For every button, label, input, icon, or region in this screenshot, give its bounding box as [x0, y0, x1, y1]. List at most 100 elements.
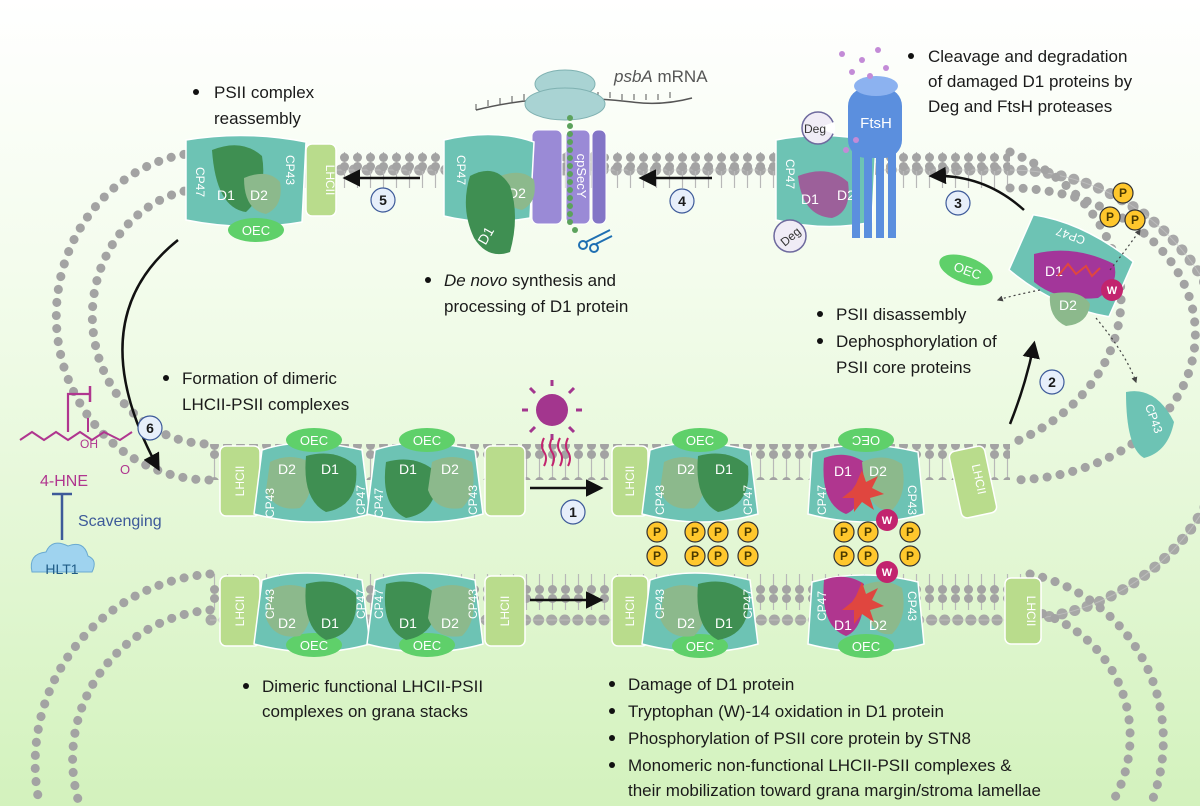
d2-label: D2: [278, 461, 296, 477]
cp43-label: CP43: [263, 488, 277, 518]
p-badge: P: [737, 545, 759, 567]
oec-label: OEC: [413, 638, 441, 653]
p-badge: P: [857, 521, 879, 543]
oec-label: OEC: [852, 433, 880, 448]
p-badge: P: [646, 521, 668, 543]
phosphate-badges: P P P P P P P P P P P P P P P P P: [646, 182, 1146, 567]
hlt1-label: HLT1: [45, 561, 78, 577]
d1-label: D1: [321, 615, 339, 631]
p-badge: P: [707, 545, 729, 567]
light-sun-icon: [522, 380, 582, 467]
step-number: 1: [569, 504, 577, 520]
lhcii-label: LHCII: [969, 463, 989, 496]
step-number: 3: [954, 195, 962, 211]
step-number: 4: [678, 193, 686, 209]
lhcii-label: LHCII: [233, 466, 247, 497]
formation-label-2: LHCII-PSII complexes: [182, 395, 349, 414]
svg-text:P: P: [744, 549, 752, 563]
oec-label: OEC: [413, 433, 441, 448]
d2-label: D2: [1059, 297, 1077, 313]
damage-label-1: Damage of D1 protein: [628, 675, 794, 694]
lhcii-label: LHCII: [1024, 596, 1038, 627]
oec-label: OEC: [242, 223, 270, 238]
d1-label: D1: [474, 224, 497, 248]
lhcii-label: LHCII: [623, 466, 637, 497]
annotation-text: psbA mRNA PSII complex reassembly Cleava…: [163, 47, 1133, 800]
svg-text:P: P: [864, 549, 872, 563]
cp43-label: CP43: [263, 589, 277, 619]
dephos-label-1: Dephosphorylation of: [836, 332, 997, 351]
p-badge: P: [646, 545, 668, 567]
svg-text:P: P: [1131, 213, 1139, 227]
svg-text:P: P: [744, 525, 752, 539]
svg-text:P: P: [906, 525, 914, 539]
oec-label: OEC: [686, 639, 714, 654]
cp47-label: CP47: [354, 485, 368, 515]
psii-disassembly-complex: CP47 D1 D2 W OEC CP43: [939, 213, 1174, 458]
oec-label: OEC: [852, 639, 880, 654]
cpsecy-label: cpSecY: [574, 154, 589, 199]
oec-label: OEC: [300, 433, 328, 448]
cp43-label: CP43: [653, 589, 667, 619]
d1-label: D1: [399, 461, 417, 477]
hne-label: 4-HNE: [40, 473, 88, 490]
w-badge: W: [882, 515, 893, 527]
cleavage-label-3: Deg and FtsH proteases: [928, 97, 1112, 116]
p-badge: P: [899, 521, 921, 543]
grana-dimers: LHCII OEC D2 D1 CP43 CP47 OEC D1 D2 CP47…: [219, 428, 1042, 658]
d2-label: D2: [441, 461, 459, 477]
d1-label: D1: [321, 461, 339, 477]
p-badge: P: [1124, 209, 1146, 231]
d2-label: D2: [278, 615, 296, 631]
p-badge: P: [684, 545, 706, 567]
lhcii-label: LHCII: [323, 165, 337, 196]
psii-reassembled-complex: D1 D2 CP47 CP43 OEC LHCII: [185, 134, 337, 242]
p-badge: P: [1112, 182, 1134, 204]
psii-dimer-upper: LHCII OEC D2 D1 CP43 CP47 OEC D1 D2 CP47…: [219, 428, 526, 523]
cp47-label: CP47: [783, 159, 797, 189]
svg-text:P: P: [906, 549, 914, 563]
svg-text:P: P: [691, 549, 699, 563]
dimeric-label-1: Dimeric functional LHCII-PSII: [262, 677, 483, 696]
protease-degradation-complex: D1 D2 CP47 FtsH Deg Deg: [773, 47, 902, 253]
denovo-label-1: De novo synthesis and: [444, 271, 616, 290]
cp43-label: CP43: [466, 485, 480, 515]
reassembly-label-1: PSII complex: [214, 83, 315, 102]
lhcii-label: LHCII: [233, 596, 247, 627]
psii-phosphorylated-lower: LHCII OEC D2 D1 CP43 CP47: [611, 572, 759, 658]
svg-text:P: P: [864, 525, 872, 539]
formation-label-1: Formation of dimeric: [182, 369, 337, 388]
step-number: 2: [1048, 374, 1056, 390]
d1-label: D1: [399, 615, 417, 631]
cleavage-label-1: Cleavage and degradation: [928, 47, 1127, 66]
w-badge: W: [882, 567, 893, 579]
svg-text:P: P: [653, 525, 661, 539]
psii-damaged-lower: OEC D1 D2 CP47 CP43 W: [807, 561, 925, 658]
scavenging-label: Scavenging: [78, 513, 162, 530]
cp47-label: CP47: [815, 485, 829, 515]
d2-label: D2: [250, 187, 268, 203]
disassembly-label: PSII disassembly: [836, 305, 967, 324]
cp47-label: CP47: [454, 155, 468, 185]
cp47-label: CP47: [193, 167, 207, 197]
psii-phosphorylated-upper: LHCII OEC D2 D1 CP43 CP47: [611, 428, 759, 523]
step-circles: 1 2 3 4 5 6: [137, 187, 1065, 525]
w-badge: W: [1107, 285, 1118, 297]
oec-label: OEC: [686, 433, 714, 448]
p-badge: P: [833, 545, 855, 567]
d1-label: D1: [834, 617, 852, 633]
psii-dimer-lower: LHCII OEC D2 D1 CP43 CP47 OEC D1 D2 CP47…: [219, 572, 526, 657]
svg-text:P: P: [714, 549, 722, 563]
damage-label-2: Tryptophan (W)-14 oxidation in D1 protei…: [628, 702, 944, 721]
hne-scavenging: OH O 4-HNE Scavenging HLT1: [19, 386, 162, 577]
d2-label: D2: [677, 461, 695, 477]
cp43-label: CP43: [466, 589, 480, 619]
d1-synthesis-complex: cpSecY D2 CP47 D1: [443, 69, 693, 255]
d1-label: D1: [834, 463, 852, 479]
dephos-label-2: PSII core proteins: [836, 358, 971, 377]
d1-label: D1: [217, 187, 235, 203]
cp47-label: CP47: [372, 589, 386, 619]
svg-text:P: P: [1106, 210, 1114, 224]
